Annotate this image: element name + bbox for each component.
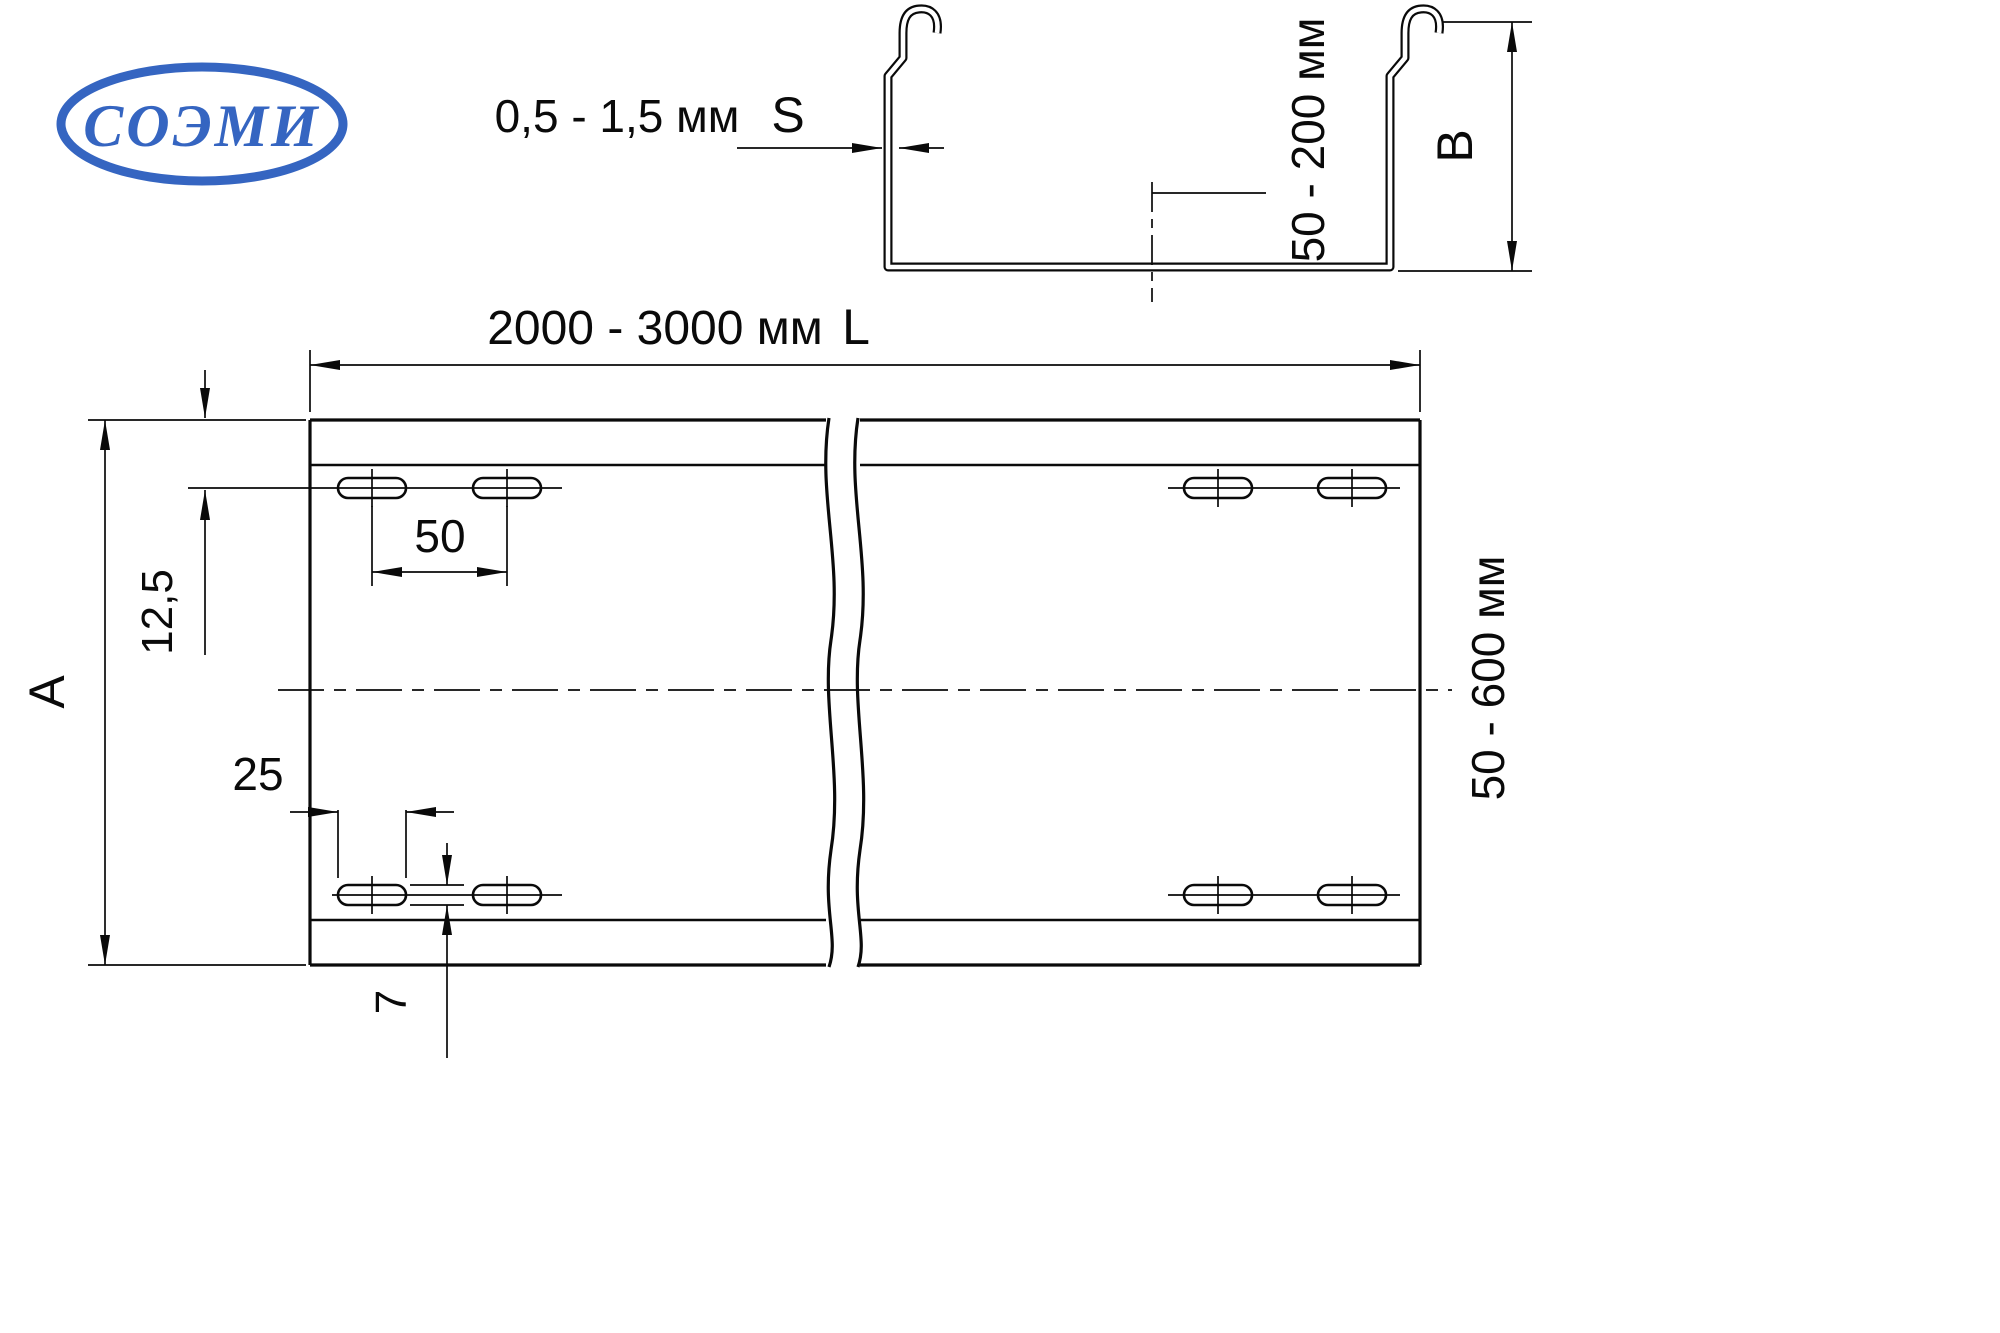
height-range-label: 50 - 200 мм — [1282, 18, 1334, 263]
thickness-symbol-label: S — [771, 87, 804, 143]
dimension-edge-offset: 12,5 — [133, 370, 210, 655]
height-symbol-label: B — [1427, 129, 1483, 162]
dimension-slot-length: 25 — [232, 748, 454, 878]
plan-view: 2000 - 3000 мм L A 50 - 600 мм 12,5 50 — [19, 299, 1514, 1058]
dimension-width: A 50 - 600 мм — [19, 419, 1514, 966]
section-view: 0,5 - 1,5 мм S 50 - 200 мм B — [495, 4, 1532, 302]
dimension-hole-spacing: 50 — [371, 506, 508, 586]
width-range-label: 50 - 600 мм — [1462, 556, 1514, 801]
slot-length-label: 25 — [232, 748, 283, 800]
edge-offset-label: 12,5 — [133, 569, 182, 655]
slot-row-centerlines — [188, 469, 1400, 914]
logo-text: СОЭМИ — [83, 93, 320, 159]
dimension-thickness: 0,5 - 1,5 мм S — [495, 87, 944, 153]
tray-outline — [278, 417, 1452, 968]
dimension-length: 2000 - 3000 мм L — [309, 299, 1421, 412]
thickness-range-label: 0,5 - 1,5 мм — [495, 90, 740, 142]
spacing-label: 50 — [414, 510, 465, 562]
section-profile-core — [885, 6, 1442, 270]
length-symbol-label: L — [842, 299, 870, 355]
break-line — [824, 417, 837, 968]
logo-oval-icon — [56, 62, 348, 186]
section-profile-outline — [883, 4, 1444, 272]
company-logo: СОЭМИ — [56, 62, 348, 186]
length-range-label: 2000 - 3000 мм — [487, 302, 823, 355]
slot-width-label: 7 — [367, 990, 416, 1014]
break-line — [853, 417, 866, 968]
dimension-section-height: 50 - 200 мм B — [1282, 18, 1532, 272]
dimension-slot-width: 7 — [367, 843, 464, 1058]
width-symbol-label: A — [19, 675, 75, 709]
